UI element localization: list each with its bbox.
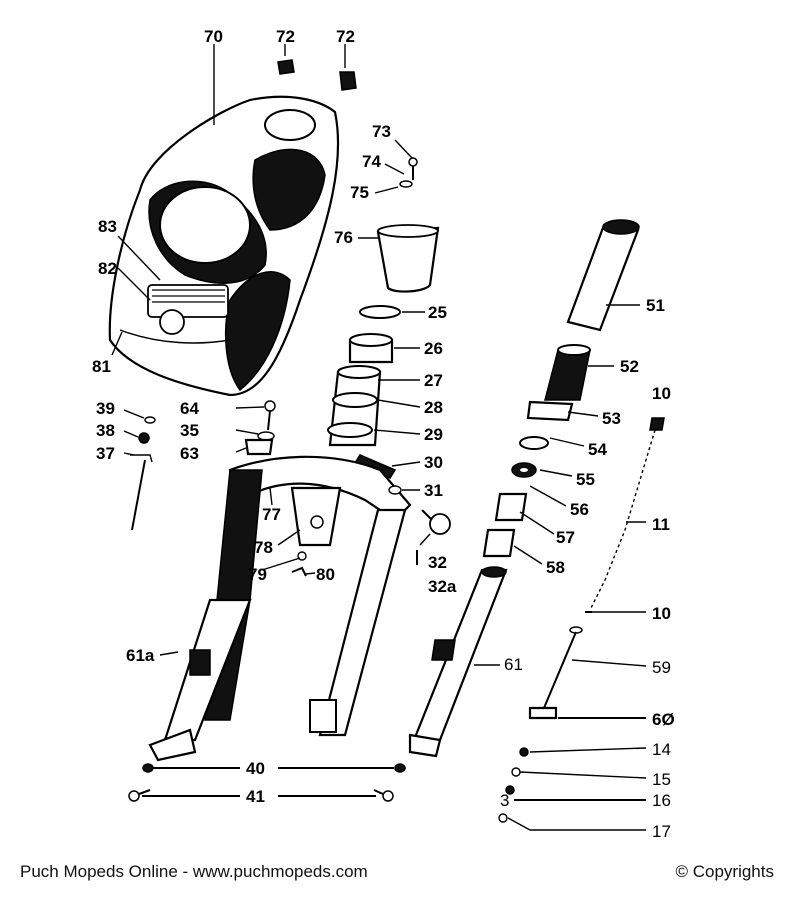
headlamp-housing (108, 95, 340, 397)
label-73: 73 (372, 122, 391, 141)
label-52: 52 (620, 357, 639, 376)
speedometer-cover (376, 224, 440, 293)
screw-and-washers (399, 157, 418, 188)
damper-rod-set (498, 626, 583, 823)
label-27: 27 (424, 371, 443, 390)
label-75: 75 (350, 183, 369, 202)
rubber-cap-left (277, 59, 295, 75)
label-56: 56 (570, 500, 589, 519)
label-3: 3 (500, 791, 509, 810)
label-32: 32 (428, 553, 447, 572)
part-labels: 70 72 72 73 74 75 76 25 26 27 28 29 30 3… (92, 27, 675, 841)
label-26: 26 (424, 339, 443, 358)
label-80: 80 (316, 565, 335, 584)
label-83: 83 (98, 217, 117, 236)
fork-assembly (148, 455, 412, 762)
label-31: 31 (424, 481, 443, 500)
label-79: 79 (248, 565, 267, 584)
label-30: 30 (424, 453, 443, 472)
knob-parts (388, 485, 451, 565)
label-53: 53 (602, 409, 621, 428)
label-14: 14 (652, 740, 671, 759)
label-77: 77 (262, 505, 281, 524)
label-72-right: 72 (336, 27, 355, 46)
label-39: 39 (96, 399, 115, 418)
label-40: 40 (246, 759, 265, 778)
label-25: 25 (428, 303, 447, 322)
footer-copyright: © Copyrights (675, 862, 774, 881)
label-35: 35 (180, 421, 199, 440)
label-17: 17 (652, 822, 671, 841)
lock-parts (291, 551, 307, 577)
label-76: 76 (334, 228, 353, 247)
label-11: 11 (652, 515, 670, 534)
label-15: 15 (652, 770, 671, 789)
label-10-top: 10 (652, 384, 671, 403)
label-10-bottom: 10 (652, 604, 671, 623)
label-38: 38 (96, 421, 115, 440)
axle-bolts (128, 763, 406, 802)
headset-stack (327, 305, 401, 479)
label-72-left: 72 (276, 27, 295, 46)
cable-parts (130, 416, 156, 531)
label-81: 81 (92, 357, 111, 376)
label-54: 54 (588, 440, 607, 459)
label-58: 58 (546, 558, 565, 577)
label-32a: 32a (428, 577, 457, 596)
right-fork-leg (408, 566, 508, 758)
label-16: 16 (652, 791, 671, 810)
label-82: 82 (98, 259, 117, 278)
label-63: 63 (180, 444, 199, 463)
label-57: 57 (556, 528, 575, 547)
label-29: 29 (424, 425, 443, 444)
label-70: 70 (204, 27, 223, 46)
crown-bolt (244, 400, 276, 456)
label-28: 28 (424, 398, 443, 417)
label-60: 6Ø (652, 710, 675, 729)
label-41: 41 (246, 787, 265, 806)
label-74: 74 (362, 152, 381, 171)
fork-tube-set (482, 219, 640, 558)
label-78: 78 (254, 538, 273, 557)
fork-spring (585, 417, 665, 613)
label-59: 59 (652, 658, 671, 677)
label-37: 37 (96, 444, 115, 463)
label-61: 61 (504, 655, 523, 674)
label-55: 55 (576, 470, 595, 489)
label-64: 64 (180, 399, 199, 418)
leader-lines (111, 44, 647, 831)
label-61a: 61a (126, 646, 155, 665)
footer-site-credit: Puch Mopeds Online - www.puchmopeds.com (20, 862, 368, 881)
label-51: 51 (646, 296, 665, 315)
rubber-cap-right (339, 71, 357, 91)
